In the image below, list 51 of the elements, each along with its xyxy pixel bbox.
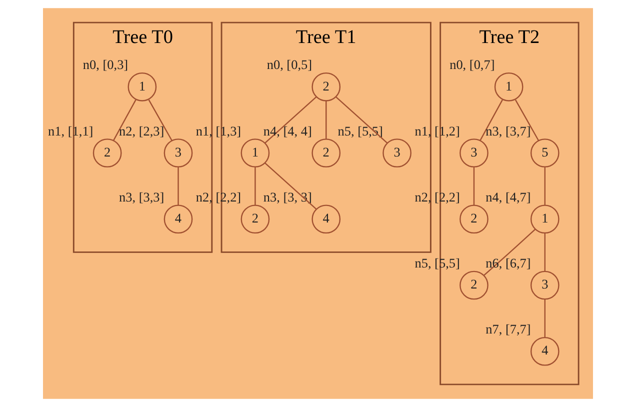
node-circle: 1 xyxy=(530,204,559,234)
node-label: n2, [2,2] xyxy=(414,189,460,204)
node-circle: 3 xyxy=(459,138,488,168)
node-label: n0, [0,5] xyxy=(266,57,312,72)
node-circle: 1 xyxy=(240,138,270,168)
node-label: n4, [4,7] xyxy=(485,189,530,204)
node-circle: 4 xyxy=(530,336,559,366)
node-circle: 4 xyxy=(311,204,340,234)
connector xyxy=(544,167,546,206)
node-label: n1, [1,3] xyxy=(195,123,241,138)
node-circle: 3 xyxy=(382,138,411,168)
connector xyxy=(335,96,388,144)
connector xyxy=(482,228,536,276)
node-circle: 2 xyxy=(311,138,340,168)
node-label: n0, [0,7] xyxy=(449,57,494,72)
connector xyxy=(544,299,546,338)
connector xyxy=(264,96,316,144)
node-circle: 2 xyxy=(92,138,122,168)
connector xyxy=(254,167,256,206)
node-label: n4, [4, 4] xyxy=(262,123,312,138)
node-label: n3, [3,3] xyxy=(118,189,164,204)
node-label: n6, [6,7] xyxy=(485,256,530,271)
node-circle: 2 xyxy=(311,72,340,102)
node-label: n7, [7,7] xyxy=(485,322,530,337)
connector xyxy=(544,233,546,272)
node-circle: 2 xyxy=(240,204,270,234)
connector xyxy=(472,167,474,206)
node-label: n0, [0,3] xyxy=(82,57,128,72)
node-circle: 1 xyxy=(494,72,523,102)
node-label: n1, [1,1] xyxy=(48,123,93,138)
node-label: n3, [3,7] xyxy=(485,123,530,138)
node-label: n1, [1,2] xyxy=(414,123,460,138)
node-circle: 3 xyxy=(163,138,192,168)
node-label: n3, [3, 3] xyxy=(262,189,312,204)
connector xyxy=(514,99,539,141)
connector xyxy=(479,99,502,140)
node-label: n2, [2,3] xyxy=(118,123,164,138)
node-circle: 5 xyxy=(530,138,559,168)
node-circle: 3 xyxy=(530,270,559,300)
node-circle: 4 xyxy=(163,204,192,234)
node-label: n5, [5,5] xyxy=(414,256,460,271)
node-circle: 2 xyxy=(459,204,488,234)
connector xyxy=(264,162,316,210)
connector xyxy=(325,101,326,139)
connector xyxy=(112,99,136,140)
connector xyxy=(148,99,172,141)
node-circle: 2 xyxy=(459,270,488,300)
node-label: n5, [5,5] xyxy=(337,123,382,138)
node-label: n2, [2,2] xyxy=(195,189,241,204)
connector xyxy=(177,167,178,206)
node-circle: 1 xyxy=(127,72,156,102)
